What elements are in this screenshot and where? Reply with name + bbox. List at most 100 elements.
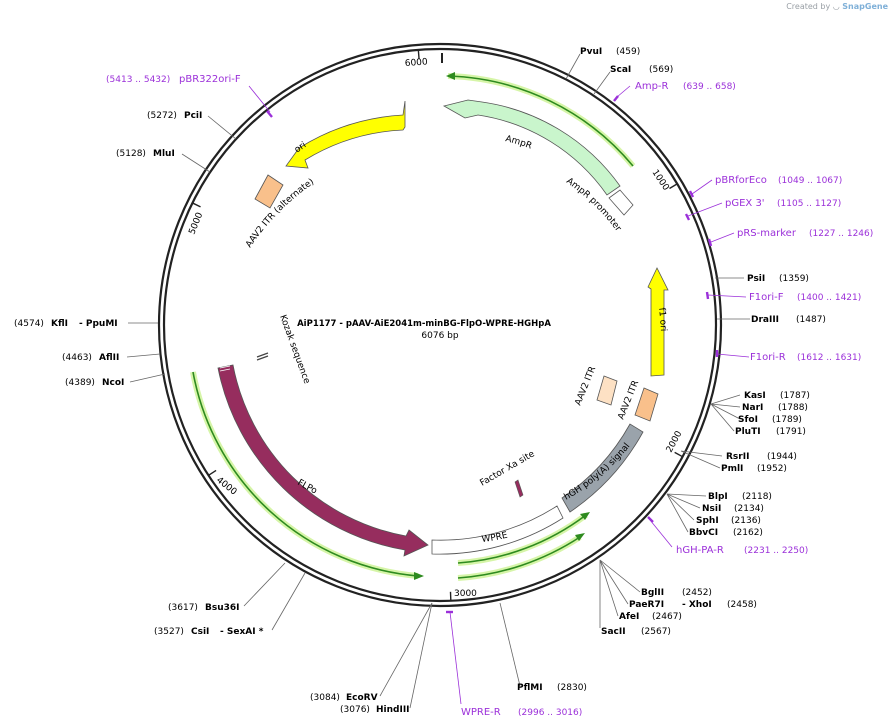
site-ecorv[interactable]: (3084) EcoRV [310, 693, 378, 703]
feature-f1-ori[interactable]: f1 ori [647, 267, 669, 377]
primer-prs-marker[interactable]: pRS-marker (1227 .. 1246) [737, 228, 873, 239]
feature-ampr[interactable]: AmpR [442, 99, 621, 196]
feature-aav2-itr-1[interactable]: AAV2 ITR [574, 365, 618, 407]
svg-text:AfeI: AfeI [619, 612, 639, 622]
feature-hgh-polya[interactable]: hGH poly(A) signal [561, 423, 644, 513]
feature-ori[interactable]: ori [285, 100, 406, 169]
site-mlui[interactable]: (5128)MluI [116, 149, 175, 159]
tick-2000 [674, 451, 683, 458]
svg-text:PflMI: PflMI [517, 683, 543, 693]
svg-text:pRS-marker: pRS-marker [737, 228, 797, 239]
site-nsii[interactable]: NsiI(2134) [702, 504, 764, 514]
site-bbvci[interactable]: BbvCI(2162) [689, 528, 763, 538]
tick-marks [192, 49, 683, 601]
site-ncoi[interactable]: (4389)NcoI [65, 378, 124, 388]
feature-hgh-polya-label: hGH poly(A) signal [563, 442, 633, 503]
tick-5000 [192, 202, 201, 208]
svg-text:AmpR: AmpR [504, 134, 533, 151]
svg-text:(2996 .. 3016): (2996 .. 3016) [518, 708, 582, 718]
site-afei[interactable]: AfeI(2467) [619, 612, 682, 622]
svg-text:(3076): (3076) [340, 705, 370, 715]
site-rsrii[interactable]: RsrII(1944) [726, 452, 797, 462]
svg-text:ScaI: ScaI [610, 65, 631, 75]
svg-text:BbvCI: BbvCI [689, 528, 718, 538]
site-paer7i[interactable]: PaeR7I- XhoI(2458) [629, 600, 757, 610]
feature-aav2-itr-alternate[interactable]: AAV2 ITR (alternate) [244, 174, 316, 250]
svg-text:(1227 .. 1246): (1227 .. 1246) [809, 229, 873, 239]
svg-text:hGH poly(A) signal: hGH poly(A) signal [563, 442, 633, 503]
site-psii[interactable]: PsiI(1359) [747, 274, 809, 284]
snapgene-credit: Created by ◡ SnapGene [786, 2, 888, 11]
site-sphi[interactable]: SphI(2136) [696, 516, 761, 526]
svg-text:SacII: SacII [601, 627, 626, 637]
svg-text:(1359): (1359) [779, 274, 809, 284]
primer-pbr322ori-f[interactable]: (5413 .. 5432)pBR322ori-F [106, 74, 241, 85]
site-blpi[interactable]: BlpI (2118) [708, 492, 772, 502]
svg-text:(1787): (1787) [780, 391, 810, 401]
tick-label-4000: 4000 [214, 475, 238, 497]
primer-pbrforeco[interactable]: pBRforEco(1049 .. 1067) [715, 175, 842, 186]
credit-prefix: Created by [786, 2, 831, 11]
site-sacii[interactable]: SacII (2567) [601, 627, 671, 637]
svg-text:(639 .. 658): (639 .. 658) [683, 82, 736, 92]
svg-text:PciI: PciI [184, 111, 202, 121]
svg-text:(5128): (5128) [116, 149, 146, 159]
feature-aav2-itr-2[interactable]: AAV2 ITR [617, 379, 659, 422]
orf-tracks [190, 72, 636, 581]
svg-text:PluTI: PluTI [735, 427, 761, 437]
plasmid-size: 6076 bp [421, 331, 458, 341]
site-hindiii[interactable]: (3076) HindIII [340, 705, 410, 715]
svg-text:(4574): (4574) [14, 319, 44, 329]
feature-ampr-promoter[interactable]: AmpR promoter [564, 176, 634, 234]
primer-wpre-r[interactable]: WPRE-R (2996 .. 3016) [461, 707, 582, 718]
svg-text:(1105 .. 1127): (1105 .. 1127) [777, 199, 841, 209]
feature-factor-xa[interactable]: Factor Xa site [479, 449, 537, 498]
site-scai[interactable]: ScaI(569) [610, 65, 673, 75]
svg-text:pBR322ori-F: pBR322ori-F [179, 74, 241, 85]
svg-text:WPRE-R: WPRE-R [461, 707, 501, 718]
svg-text:WPRE: WPRE [481, 531, 509, 545]
site-pflmi[interactable]: PflMI (2830) [517, 683, 587, 693]
svg-text:HindIII: HindIII [376, 705, 410, 715]
svg-text:PmlI: PmlI [721, 464, 743, 474]
svg-text:(1791): (1791) [776, 427, 806, 437]
svg-text:(2118): (2118) [742, 492, 772, 502]
tick-label-1000: 1000 [650, 168, 671, 193]
site-sfoi[interactable]: SfoI(1789) [738, 415, 802, 425]
feature-factor-xa-label: Factor Xa site [479, 449, 537, 488]
site-draiii[interactable]: DraIII(1487) [751, 315, 826, 325]
svg-text:(1612 .. 1631): (1612 .. 1631) [797, 353, 861, 363]
site-csii[interactable]: (3527)CsiI- SexAI * [154, 627, 264, 637]
primer-pgex-3[interactable]: pGEX 3'(1105 .. 1127) [725, 198, 841, 209]
tick-label-6000: 6000 [405, 57, 429, 69]
site-pvui[interactable]: PvuI(459) [580, 47, 640, 57]
svg-text:hGH-PA-R: hGH-PA-R [676, 545, 724, 556]
svg-text:KflI: KflI [51, 319, 68, 329]
primer-amp-r[interactable]: Amp-R(639 .. 658) [635, 81, 736, 92]
site-pcii[interactable]: (5272)PciI [147, 111, 202, 121]
svg-text:(1049 .. 1067): (1049 .. 1067) [778, 176, 842, 186]
svg-text:EcoRV: EcoRV [346, 693, 378, 703]
svg-text:DraIII: DraIII [751, 315, 779, 325]
svg-text:(2567): (2567) [641, 627, 671, 637]
site-kasi[interactable]: KasI(1787) [744, 391, 810, 401]
svg-text:SfoI: SfoI [738, 415, 758, 425]
site-aflii[interactable]: (4463)AflII [62, 353, 119, 363]
svg-text:BlpI: BlpI [708, 492, 728, 502]
site-bglii[interactable]: BglII(2452) [641, 588, 712, 598]
primer-f1ori-f[interactable]: F1ori-F(1400 .. 1421) [749, 292, 861, 303]
site-kfli[interactable]: (4574)KflI- PpuMI [14, 319, 118, 329]
site-pmli[interactable]: PmlI(1952) [721, 464, 787, 474]
primer-f1ori-r[interactable]: F1ori-R(1612 .. 1631) [750, 352, 861, 363]
primer-hgh-pa-r[interactable]: hGH-PA-R(2231 .. 2250) [676, 545, 808, 556]
svg-text:(2830): (2830) [557, 683, 587, 693]
site-pluti[interactable]: PluTI (1791) [735, 427, 806, 437]
site-nari[interactable]: NarI(1788) [742, 403, 808, 413]
feature-flpo[interactable]: FLPo [217, 364, 429, 557]
svg-text:- SexAI *: - SexAI * [220, 627, 264, 637]
site-bsu36i[interactable]: (3617)Bsu36I [168, 603, 240, 613]
tick-6000 [417, 49, 420, 59]
feature-wpre[interactable]: WPRE [431, 505, 564, 555]
svg-text:(3084): (3084) [310, 693, 340, 703]
